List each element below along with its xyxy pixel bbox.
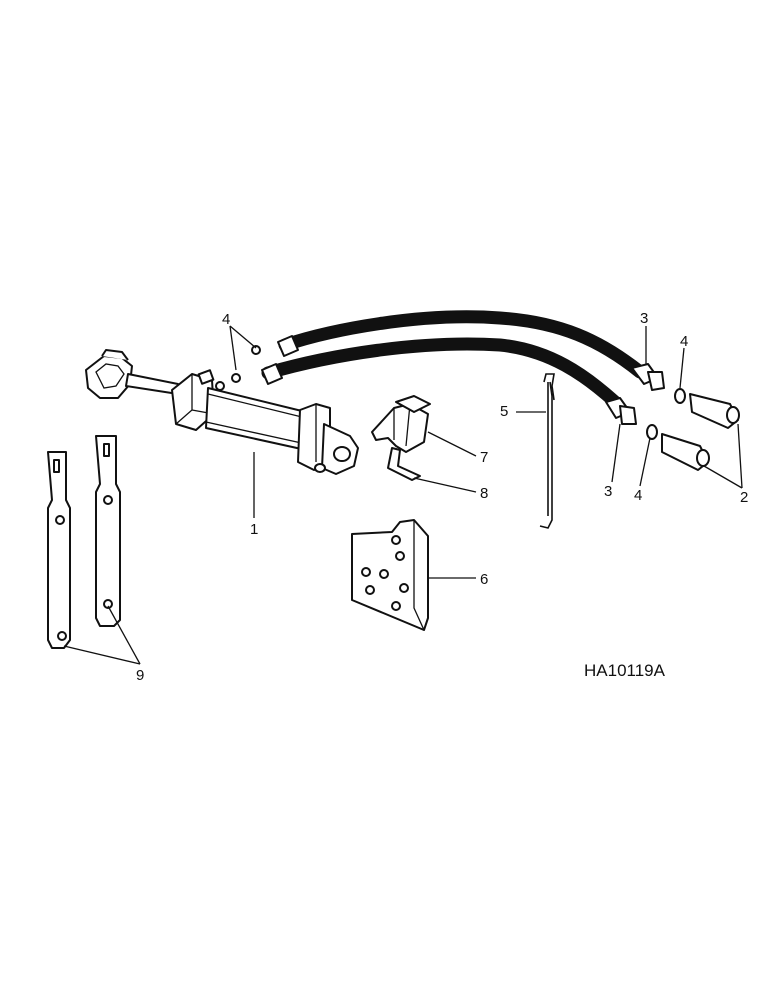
hydraulic-hoses: [261, 310, 647, 409]
callout-3-top: 3: [640, 310, 648, 327]
callout-9: 9: [136, 667, 144, 684]
leader-lines: [63, 325, 743, 665]
callout-6: 6: [480, 571, 488, 588]
support-straps: [47, 435, 121, 649]
callout-2: 2: [740, 489, 748, 506]
callout-5: 5: [500, 403, 508, 420]
mounting-plate: [351, 519, 429, 631]
callout-8: 8: [480, 485, 488, 502]
callout-4-right-top: 4: [680, 333, 688, 350]
callout-3-bottom: 3: [604, 483, 612, 500]
callout-1: 1: [250, 521, 258, 538]
callout-4-left: 4: [222, 311, 230, 328]
drawing-code: HA10119A: [584, 661, 666, 680]
callout-labels: 4 3 4 5 7 8 3 4 2 1 6 9 HA10119A: [136, 310, 748, 684]
rod-hook: [539, 373, 555, 529]
callout-4-right-bottom: 4: [634, 487, 642, 504]
hose-fittings-right: [605, 363, 740, 471]
bent-pin: [387, 447, 421, 481]
hose-bracket: [371, 395, 431, 453]
hydraulic-cylinder: [85, 335, 359, 475]
callout-7: 7: [480, 449, 488, 466]
